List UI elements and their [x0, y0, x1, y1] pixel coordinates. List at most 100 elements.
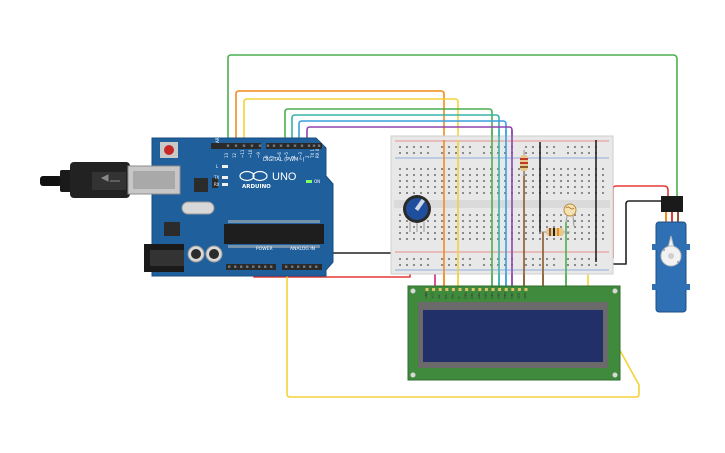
breadboard-hole[interactable] — [518, 214, 520, 216]
breadboard-hole[interactable] — [476, 232, 478, 234]
breadboard-hole[interactable] — [581, 152, 583, 154]
breadboard-hole[interactable] — [497, 168, 499, 170]
lcd-pin[interactable] — [491, 288, 495, 291]
breadboard-hole[interactable] — [504, 258, 506, 260]
breadboard-hole[interactable] — [413, 238, 415, 240]
digital-pin-hole[interactable] — [226, 144, 230, 147]
breadboard-hole[interactable] — [581, 238, 583, 240]
breadboard-hole[interactable] — [476, 192, 478, 194]
breadboard-hole[interactable] — [574, 168, 576, 170]
breadboard-hole[interactable] — [406, 152, 408, 154]
breadboard-hole[interactable] — [469, 226, 471, 228]
breadboard-hole[interactable] — [581, 220, 583, 222]
lcd-pin[interactable] — [432, 288, 436, 291]
breadboard-hole[interactable] — [462, 174, 464, 176]
breadboard-hole[interactable] — [497, 258, 499, 260]
breadboard-hole[interactable] — [399, 214, 401, 216]
breadboard-hole[interactable] — [462, 220, 464, 222]
breadboard-hole[interactable] — [413, 180, 415, 182]
breadboard-hole[interactable] — [490, 152, 492, 154]
breadboard-hole[interactable] — [525, 152, 527, 154]
analog-pin-hole[interactable] — [303, 265, 306, 268]
breadboard-hole[interactable] — [406, 232, 408, 234]
breadboard-hole[interactable] — [462, 186, 464, 188]
resistor-1[interactable] — [520, 150, 528, 176]
breadboard-hole[interactable] — [469, 186, 471, 188]
photoresistor[interactable] — [563, 203, 577, 227]
breadboard-hole[interactable] — [399, 220, 401, 222]
breadboard-hole[interactable] — [532, 152, 534, 154]
lcd-pin[interactable] — [458, 288, 462, 291]
breadboard-hole[interactable] — [553, 220, 555, 222]
digital-pin-hole[interactable] — [266, 144, 270, 147]
digital-pin-hole[interactable] — [317, 144, 321, 147]
breadboard-hole[interactable] — [588, 192, 590, 194]
breadboard-hole[interactable] — [553, 180, 555, 182]
breadboard-hole[interactable] — [455, 238, 457, 240]
breadboard-hole[interactable] — [588, 226, 590, 228]
breadboard-hole[interactable] — [462, 232, 464, 234]
breadboard-hole[interactable] — [413, 186, 415, 188]
breadboard-hole[interactable] — [406, 258, 408, 260]
breadboard-hole[interactable] — [434, 168, 436, 170]
breadboard-hole[interactable] — [539, 264, 541, 266]
breadboard-hole[interactable] — [483, 238, 485, 240]
breadboard-hole[interactable] — [504, 226, 506, 228]
breadboard-hole[interactable] — [441, 152, 443, 154]
breadboard-hole[interactable] — [574, 146, 576, 148]
breadboard-hole[interactable] — [553, 214, 555, 216]
breadboard-hole[interactable] — [525, 214, 527, 216]
breadboard-hole[interactable] — [469, 152, 471, 154]
breadboard-hole[interactable] — [413, 168, 415, 170]
breadboard-hole[interactable] — [490, 258, 492, 260]
lcd-pin[interactable] — [498, 288, 502, 291]
breadboard-hole[interactable] — [581, 264, 583, 266]
breadboard-hole[interactable] — [455, 186, 457, 188]
breadboard-hole[interactable] — [399, 146, 401, 148]
breadboard-hole[interactable] — [567, 180, 569, 182]
breadboard-hole[interactable] — [588, 186, 590, 188]
breadboard-hole[interactable] — [553, 146, 555, 148]
breadboard-hole[interactable] — [427, 146, 429, 148]
power-pin-hole[interactable] — [252, 265, 255, 268]
breadboard-hole[interactable] — [567, 220, 569, 222]
breadboard-hole[interactable] — [497, 186, 499, 188]
breadboard-hole[interactable] — [399, 258, 401, 260]
breadboard-hole[interactable] — [420, 192, 422, 194]
breadboard-hole[interactable] — [497, 174, 499, 176]
breadboard-hole[interactable] — [441, 192, 443, 194]
breadboard-hole[interactable] — [560, 186, 562, 188]
breadboard-hole[interactable] — [518, 192, 520, 194]
breadboard-hole[interactable] — [588, 174, 590, 176]
breadboard-hole[interactable] — [427, 174, 429, 176]
breadboard-hole[interactable] — [483, 232, 485, 234]
breadboard-hole[interactable] — [581, 214, 583, 216]
breadboard-hole[interactable] — [588, 232, 590, 234]
breadboard-hole[interactable] — [490, 168, 492, 170]
breadboard-hole[interactable] — [413, 264, 415, 266]
breadboard-hole[interactable] — [448, 186, 450, 188]
breadboard-hole[interactable] — [553, 168, 555, 170]
breadboard-hole[interactable] — [546, 146, 548, 148]
breadboard-hole[interactable] — [574, 220, 576, 222]
breadboard-hole[interactable] — [602, 174, 604, 176]
breadboard-hole[interactable] — [483, 220, 485, 222]
breadboard-hole[interactable] — [553, 192, 555, 194]
breadboard-hole[interactable] — [469, 264, 471, 266]
power-pin-hole[interactable] — [240, 265, 243, 268]
breadboard-hole[interactable] — [581, 146, 583, 148]
resistor-2[interactable] — [540, 228, 570, 236]
breadboard-hole[interactable] — [602, 180, 604, 182]
breadboard-hole[interactable] — [420, 226, 422, 228]
breadboard-hole[interactable] — [427, 180, 429, 182]
breadboard-hole[interactable] — [420, 264, 422, 266]
breadboard-hole[interactable] — [546, 264, 548, 266]
breadboard-hole[interactable] — [455, 226, 457, 228]
breadboard-hole[interactable] — [560, 214, 562, 216]
breadboard-hole[interactable] — [588, 152, 590, 154]
breadboard-hole[interactable] — [581, 232, 583, 234]
breadboard-hole[interactable] — [427, 258, 429, 260]
breadboard-hole[interactable] — [420, 186, 422, 188]
breadboard-hole[interactable] — [574, 152, 576, 154]
breadboard-hole[interactable] — [455, 220, 457, 222]
